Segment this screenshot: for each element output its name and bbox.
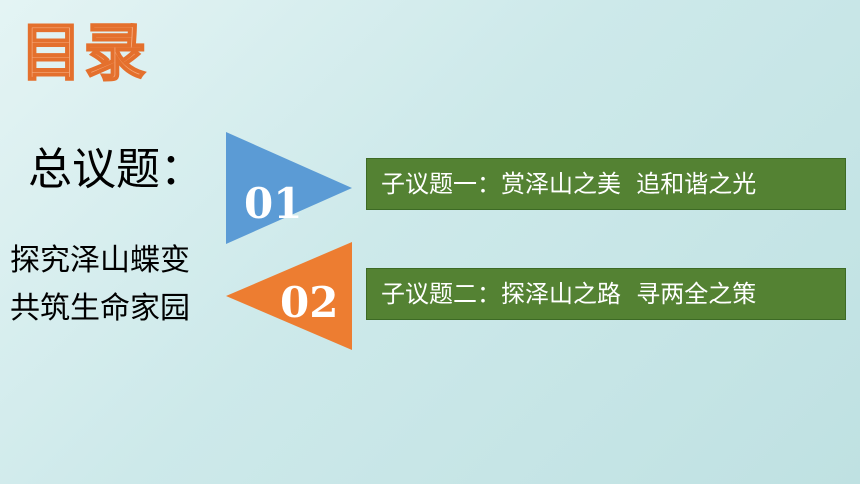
main-topic-label: 总议题： — [28, 144, 204, 195]
blue-arrow-triangle — [226, 132, 352, 244]
main-topic-line-2: 共筑生命家园 — [10, 291, 190, 326]
orange-arrow-triangle — [226, 242, 352, 350]
item-number-01: 01 — [244, 179, 303, 228]
main-topic-line-1: 探究泽山蝶变 — [10, 243, 190, 278]
subtopic-box-2: 子议题二：探泽山之路 寻两全之策 — [366, 268, 846, 320]
slide-title: 目录 — [19, 16, 149, 89]
item-number-02: 02 — [280, 278, 339, 327]
subtopic-box-1: 子议题一：赏泽山之美 追和谐之光 — [366, 158, 846, 210]
